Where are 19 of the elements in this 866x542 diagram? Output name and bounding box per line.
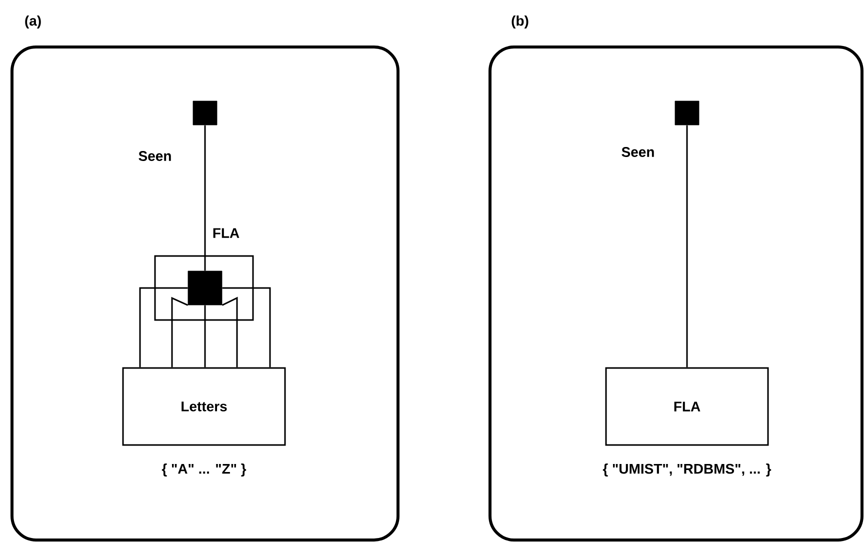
connector-line — [222, 296, 238, 368]
annotation: { "A" ... "Z" } — [162, 463, 246, 477]
box: FLA — [605, 367, 769, 446]
panel-label: (a) — [25, 15, 41, 29]
annotation: { "UMIST", "RDBMS", ... } — [602, 463, 772, 477]
connector-line — [204, 125, 206, 271]
box: Letters — [122, 367, 286, 446]
connector-line — [171, 296, 188, 368]
filled-square — [674, 100, 700, 126]
filled-square — [188, 270, 222, 306]
annotation: Seen — [138, 151, 171, 161]
connector-line — [686, 125, 688, 368]
connector-line — [139, 287, 188, 368]
connector-line — [204, 305, 206, 368]
filled-square — [192, 100, 218, 126]
box-heading: FLA — [213, 228, 240, 238]
annotation: Seen — [622, 147, 654, 157]
connector-line — [222, 287, 271, 368]
panel-label: (b) — [512, 15, 528, 29]
